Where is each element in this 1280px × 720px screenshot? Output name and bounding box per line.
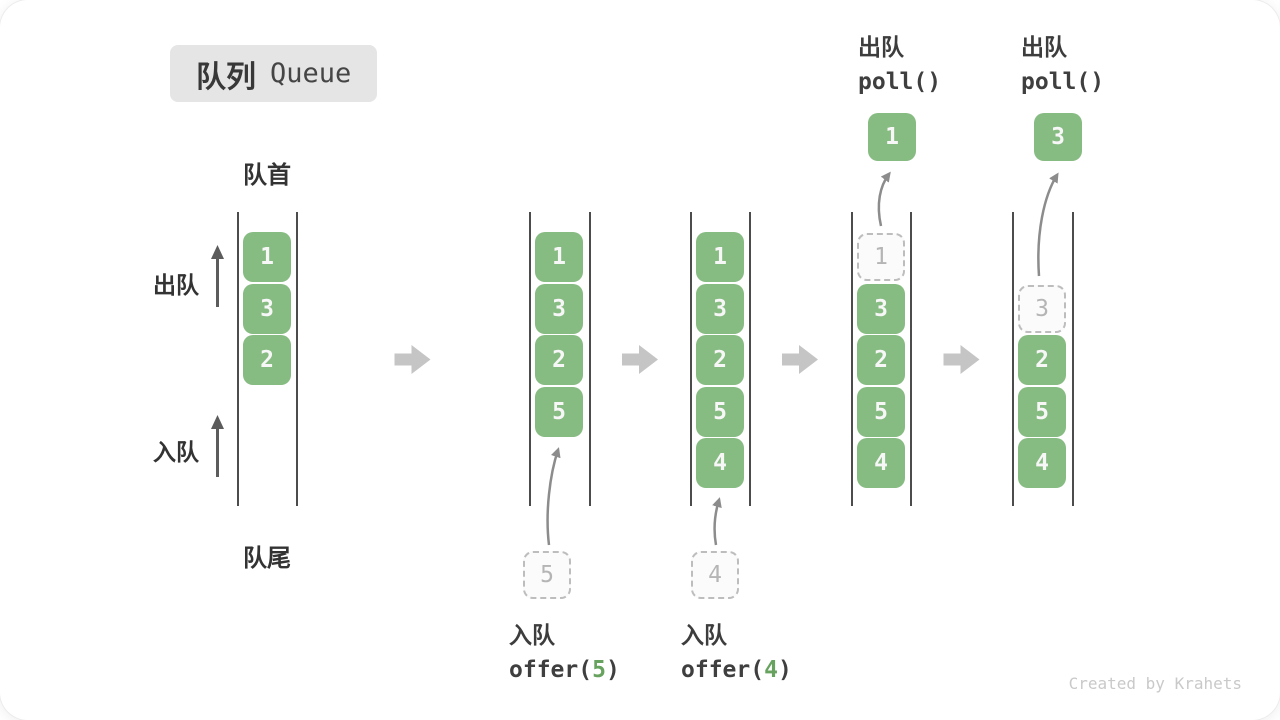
queue5-polled-ghost: 3 xyxy=(1018,284,1066,333)
queue4-item: 4 xyxy=(857,438,905,488)
queue3-item: 1 xyxy=(696,232,744,282)
enqueue-up-arrow xyxy=(211,415,224,477)
offer-op-1-arg: 5 xyxy=(592,657,606,683)
queue1-right-wall xyxy=(295,212,298,506)
title-zh: 队列 xyxy=(196,59,256,95)
queue5-right-wall xyxy=(1072,212,1074,506)
transition-arrow-4 xyxy=(943,345,980,374)
offer-op-2: 入队 offer(4) xyxy=(681,616,792,683)
queue3-item: 2 xyxy=(696,335,744,385)
label-enqueue: 入队 xyxy=(153,440,199,466)
queue2-item: 3 xyxy=(535,283,583,334)
queue2-right-wall xyxy=(588,212,591,506)
poll-op-1-code: poll() xyxy=(858,69,942,95)
poll-op-2-label: 出队 xyxy=(1021,35,1067,61)
queue2-left-wall xyxy=(528,212,531,506)
queue3-item: 4 xyxy=(696,438,744,488)
queue5-item: 2 xyxy=(1018,335,1066,385)
offer4-arrow xyxy=(712,497,722,546)
title-en: Queue xyxy=(270,58,352,89)
label-queue-tail: 队尾 xyxy=(243,544,291,572)
offer-op-2-arg: 4 xyxy=(764,657,778,683)
queue1-item: 2 xyxy=(243,335,291,385)
offer-ghost-5: 5 xyxy=(523,551,571,599)
queue5-item: 5 xyxy=(1018,386,1066,437)
dequeue-up-arrow xyxy=(211,245,224,307)
queue4-item: 3 xyxy=(857,283,905,334)
poll3-arrow xyxy=(1037,172,1059,277)
offer-op-1-label: 入队 xyxy=(509,623,555,649)
offer-op-2-label: 入队 xyxy=(681,623,727,649)
poll-result-1: 1 xyxy=(868,113,916,161)
label-dequeue: 出队 xyxy=(153,273,199,299)
offer-ghost-4: 4 xyxy=(691,551,739,599)
poll-op-1-label: 出队 xyxy=(858,35,904,61)
queue3-item: 3 xyxy=(696,283,744,334)
queue4-item: 5 xyxy=(857,386,905,437)
queue2-item: 2 xyxy=(535,335,583,385)
queue3-item: 5 xyxy=(696,386,744,437)
transition-arrow-1 xyxy=(394,345,431,374)
queue4-polled-ghost: 1 xyxy=(857,233,905,281)
offer-op-1: 入队 offer(5) xyxy=(509,616,620,683)
queue4-item: 2 xyxy=(857,335,905,385)
queue2-item: 1 xyxy=(535,232,583,282)
label-queue-head: 队首 xyxy=(243,161,291,189)
queue3-right-wall xyxy=(749,212,751,506)
transition-arrow-3 xyxy=(782,345,818,374)
poll-op-2-code: poll() xyxy=(1021,69,1105,95)
offer-op-2-code: offer(4) xyxy=(681,657,792,683)
transition-arrow-2 xyxy=(622,345,658,374)
queue3-left-wall xyxy=(690,212,692,506)
poll-result-2: 3 xyxy=(1034,113,1082,161)
poll-op-1: 出队 poll() xyxy=(858,28,941,95)
queue2-item: 5 xyxy=(535,386,583,437)
poll1-arrow xyxy=(877,171,891,227)
offer-op-1-code: offer(5) xyxy=(509,657,620,683)
queue1-item: 3 xyxy=(243,283,291,334)
queue4-left-wall xyxy=(850,212,853,506)
offer5-arrow xyxy=(546,447,561,546)
queue1-item: 1 xyxy=(243,232,291,282)
queue1-left-wall xyxy=(237,212,239,506)
title-badge: 队列 Queue xyxy=(170,45,378,102)
queue5-item: 4 xyxy=(1018,438,1066,488)
watermark: Created by Krahets xyxy=(1068,674,1242,693)
poll-op-2: 出队 poll() xyxy=(1021,28,1104,95)
queue5-left-wall xyxy=(1012,212,1014,506)
queue4-right-wall xyxy=(910,212,912,506)
